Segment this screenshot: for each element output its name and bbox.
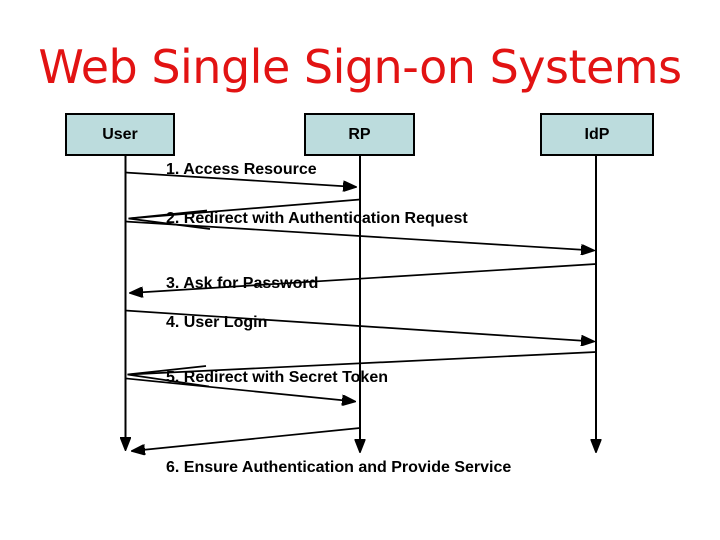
message-label-1: 1. Access Resource xyxy=(166,161,317,178)
actor-label-user: User xyxy=(102,125,138,143)
actor-box-user: User xyxy=(65,113,175,156)
actor-box-idp: IdP xyxy=(540,113,654,156)
message-3-arrow xyxy=(130,263,597,293)
slide-title: Web Single Sign-on Systems xyxy=(38,40,682,94)
message-5-open-arrowhead xyxy=(127,365,210,388)
message-1-arrow xyxy=(125,171,357,188)
actor-box-rp: RP xyxy=(304,113,415,156)
actor-label-rp: RP xyxy=(348,125,371,143)
message-6-arrow xyxy=(132,427,361,451)
message-label-3: 3. Ask for Password xyxy=(166,275,319,292)
actor-label-idp: IdP xyxy=(584,125,610,143)
message-4-arrow xyxy=(125,309,595,342)
message-5-forward-arrow xyxy=(126,377,356,402)
message-label-2: 2. Redirect with Authentication Request xyxy=(166,210,468,227)
message-label-4: 4. User Login xyxy=(166,314,268,331)
message-2-forward-arrow xyxy=(125,220,595,251)
message-label-5: 5. Redirect with Secret Token xyxy=(166,369,388,386)
message-label-6: 6. Ensure Authentication and Provide Ser… xyxy=(166,459,512,476)
message-5-return-line xyxy=(127,351,597,376)
